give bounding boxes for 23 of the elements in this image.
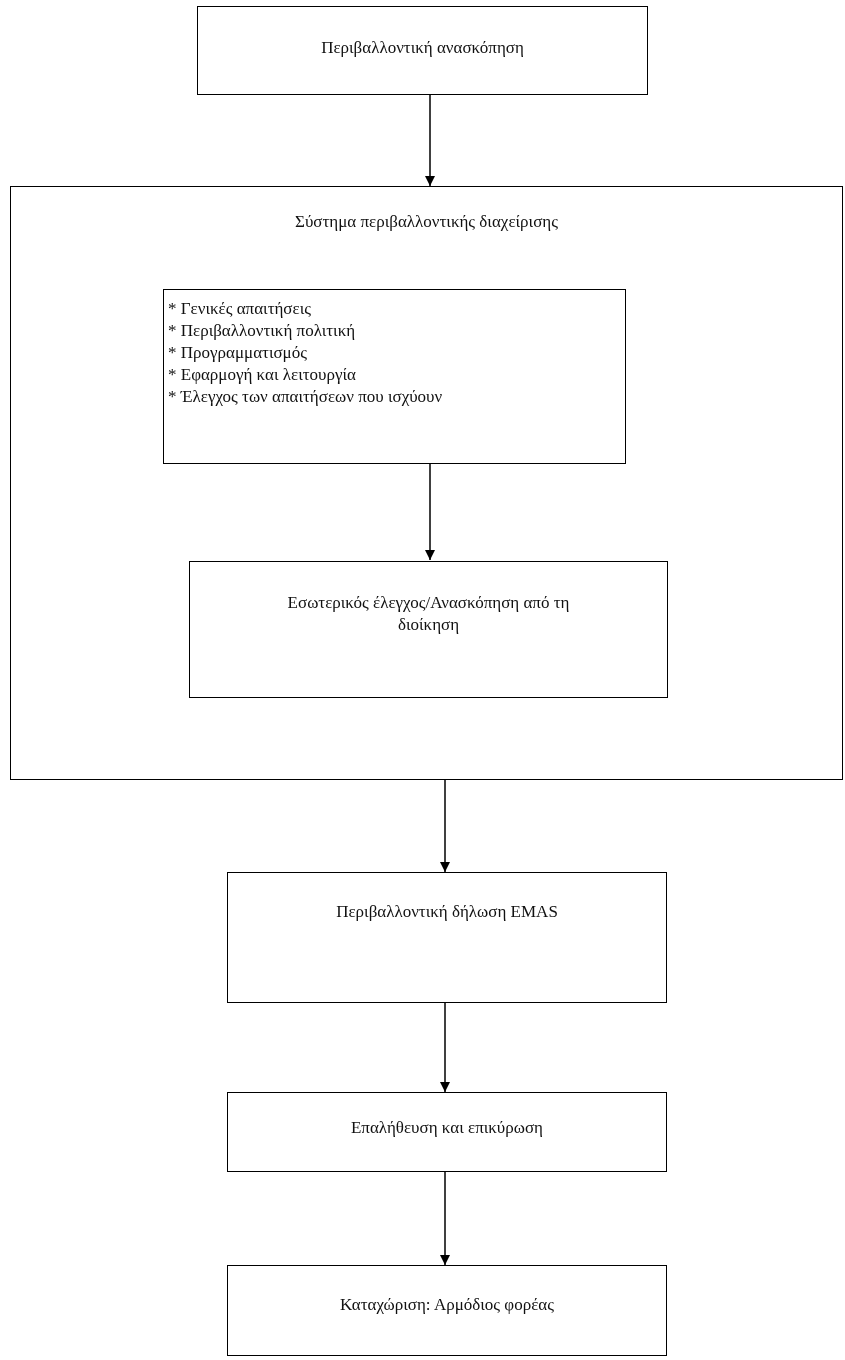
- group-box: [10, 186, 843, 780]
- process-box: [227, 872, 667, 1003]
- process-box: [197, 6, 648, 95]
- list-item: * Εφαρμογή και λειτουργία: [168, 364, 357, 386]
- process-box: [227, 1265, 667, 1356]
- box-text: Καταχώριση: Αρμόδιος φορέας: [339, 1294, 555, 1316]
- list-item: * Έλεγχος των απαιτήσεων που ισχύουν: [168, 386, 443, 408]
- list-item: * Προγραμματισμός: [168, 342, 308, 364]
- list-item: * Περιβαλλοντική πολιτική: [168, 320, 357, 342]
- arrow: [424, 462, 436, 561]
- arrow: [439, 779, 451, 873]
- box-text: Περιβαλλοντική ανασκόπηση: [320, 37, 525, 59]
- process-box: [189, 561, 668, 698]
- list-item: * Γενικές απαιτήσεις: [168, 298, 312, 320]
- box-text: Εσωτερικός έλεγχος/Ανασκόπηση από τη διοίκηση: [286, 592, 571, 636]
- box-text: Επαλήθευση και επικύρωση: [350, 1117, 544, 1139]
- arrow: [424, 94, 436, 187]
- box-text: Σύστημα περιβαλλοντικής διαχείρισης: [294, 211, 559, 233]
- process-box: [227, 1092, 667, 1172]
- box-text: Περιβαλλοντική δήλωση EMAS: [335, 901, 559, 923]
- arrow: [439, 1171, 451, 1266]
- arrow: [439, 1002, 451, 1093]
- list-box: [163, 289, 626, 464]
